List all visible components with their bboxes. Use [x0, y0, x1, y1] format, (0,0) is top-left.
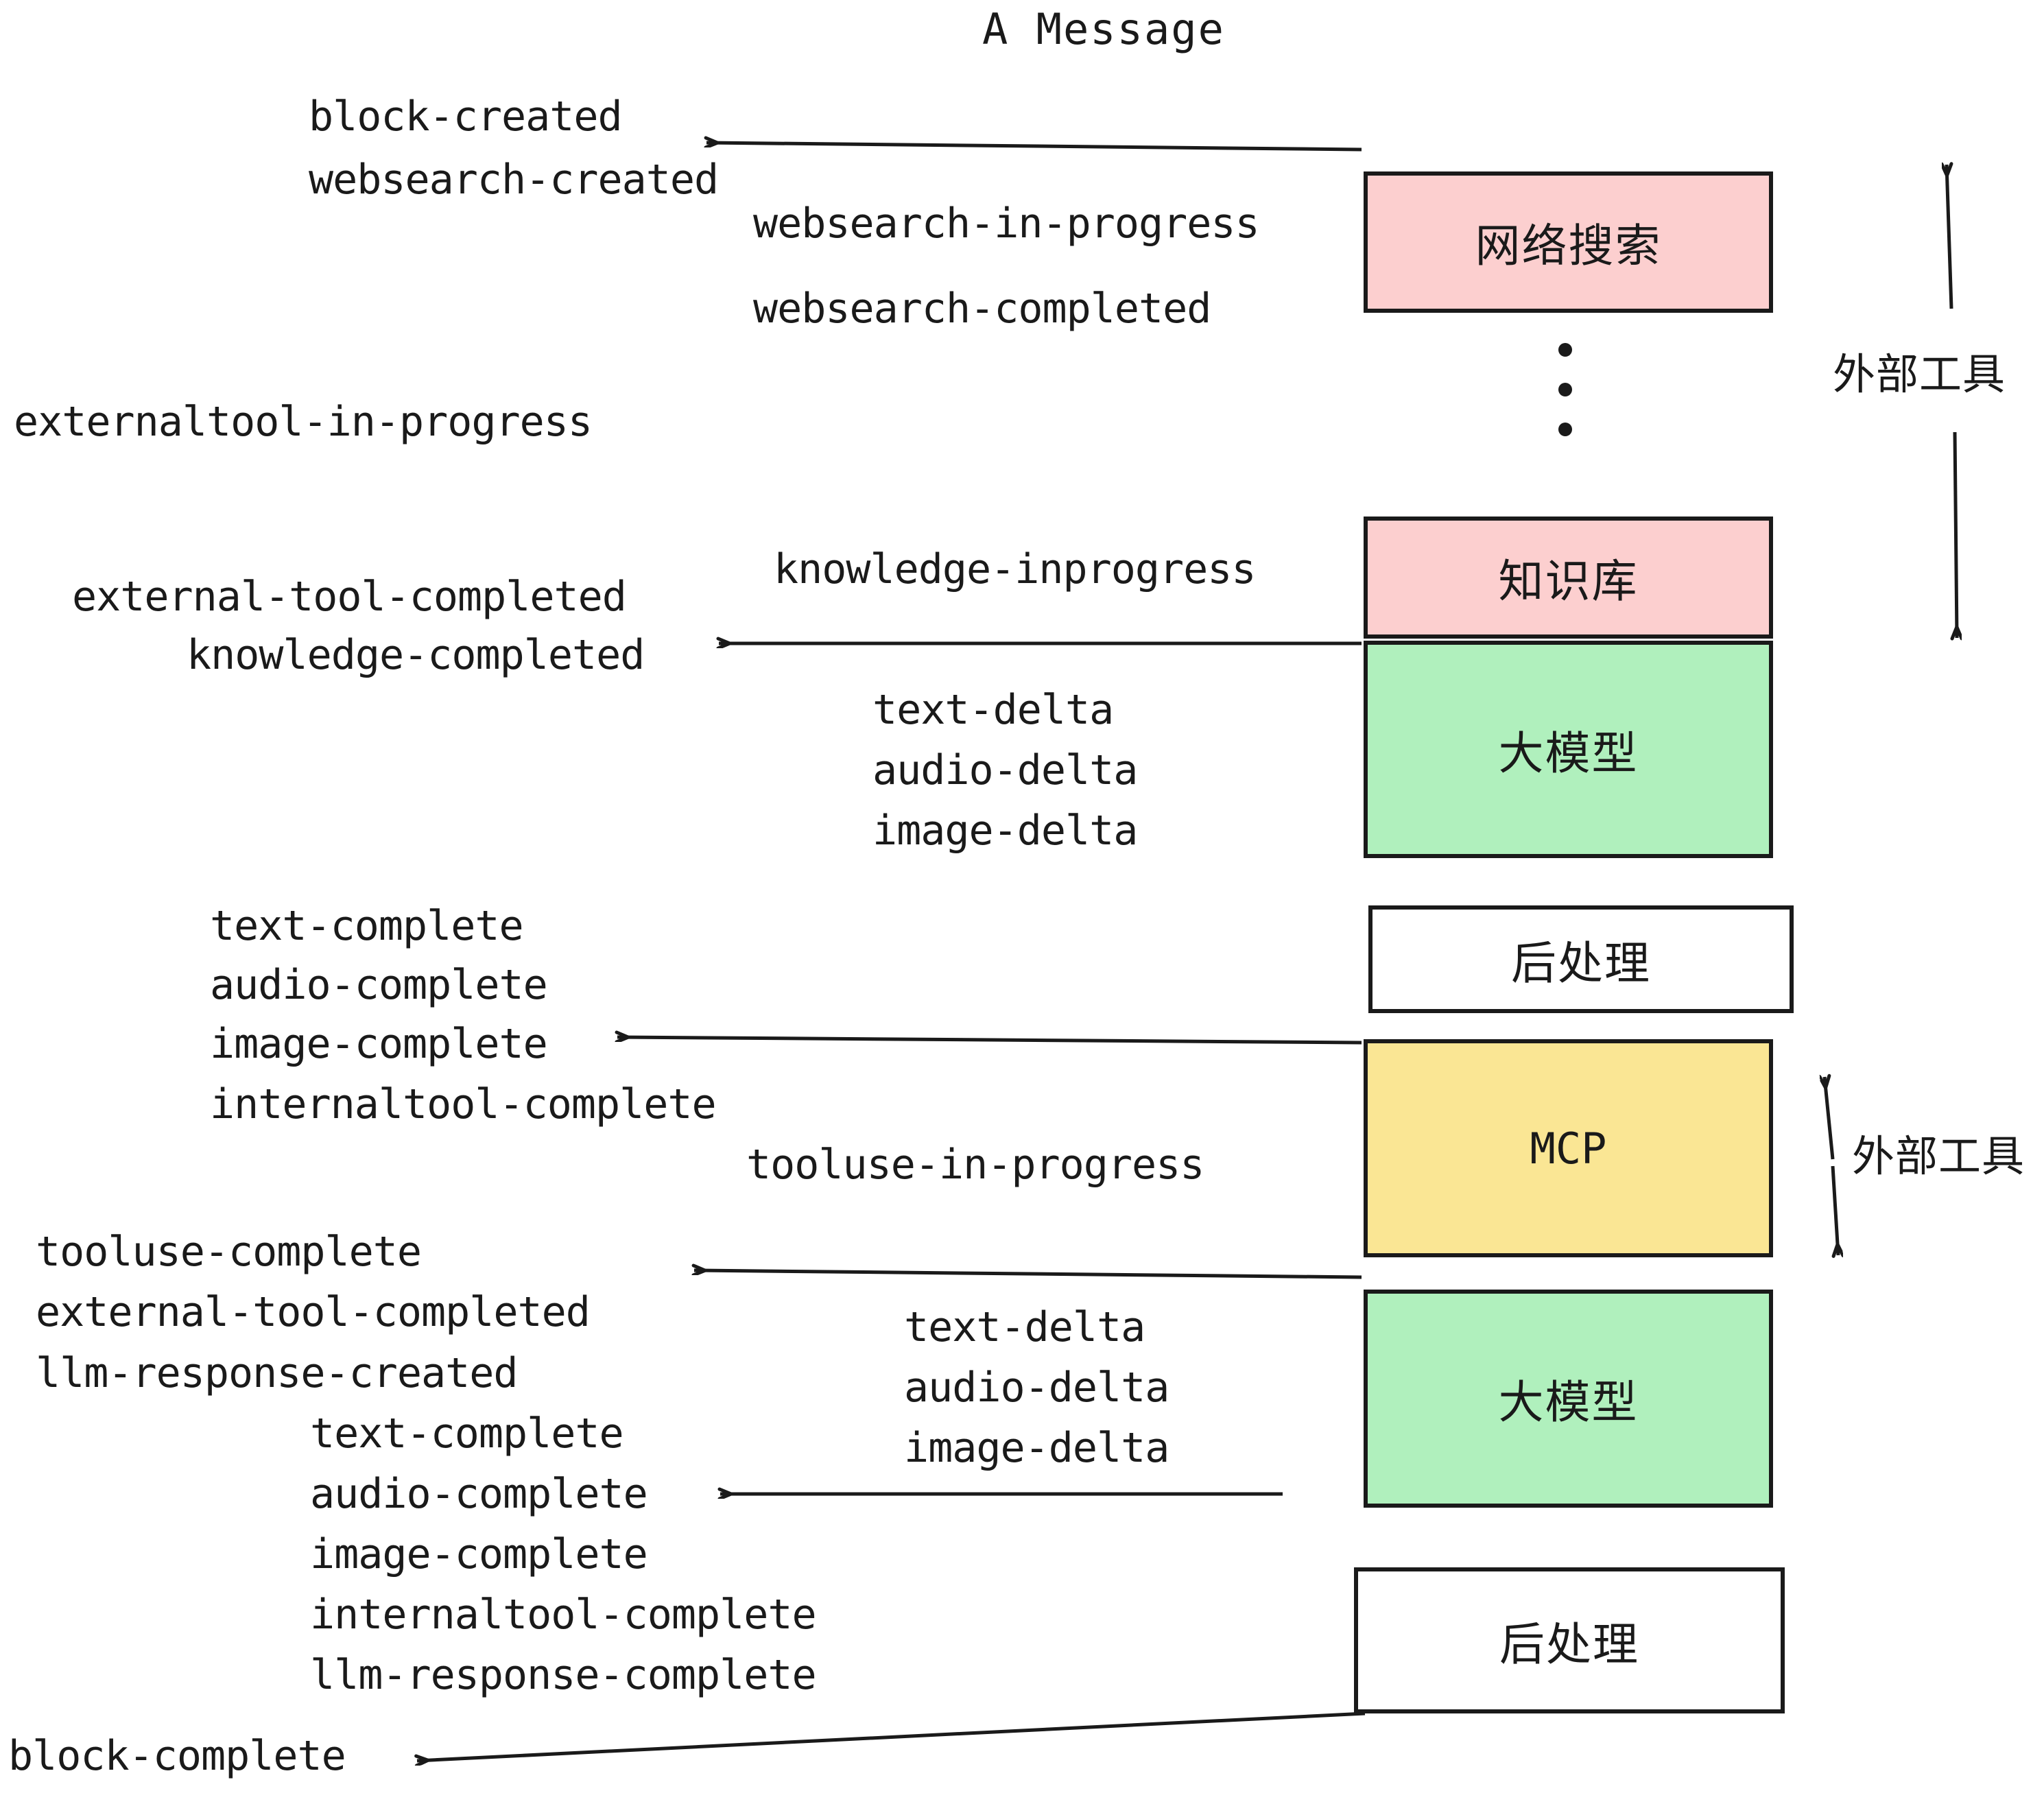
box-label: 后处理: [1511, 936, 1651, 990]
event-llm-response-created: llm-response-created: [36, 1349, 518, 1397]
external-tool-arrow-up-2: [1825, 1077, 1835, 1160]
box-websearch[interactable]: 网络搜索: [1364, 171, 1773, 313]
box-label: 后处理: [1499, 1617, 1639, 1671]
box-knowledge-base[interactable]: 知识库: [1364, 517, 1773, 639]
box-label: 大模型: [1498, 726, 1639, 780]
external-tool-arrow-down-1: [1955, 431, 1957, 638]
event-audio-delta-2: audio-delta: [904, 1364, 1169, 1412]
event-knowledge-completed: knowledge-completed: [187, 631, 645, 679]
event-text-delta-2: text-delta: [904, 1303, 1145, 1351]
event-internaltool-complete-1: internaltool-complete: [210, 1080, 717, 1128]
box-label: 网络搜索: [1475, 219, 1662, 272]
box-label: MCP: [1530, 1123, 1607, 1174]
page-title: A Message: [982, 4, 1225, 54]
event-block-created: block-created: [309, 93, 623, 141]
event-websearch-in-progress: websearch-in-progress: [753, 200, 1260, 248]
box-postprocess-1[interactable]: 后处理: [1368, 905, 1794, 1013]
event-external-tool-completed-1: external-tool-completed: [72, 573, 627, 621]
side-label-external-tool-1: 外部工具: [1833, 349, 2006, 399]
event-audio-complete-1: audio-complete: [210, 961, 548, 1009]
event-websearch-created: websearch-created: [309, 156, 719, 204]
event-image-complete-2: image-complete: [310, 1530, 648, 1578]
event-external-tool-completed-2: external-tool-completed: [36, 1288, 591, 1336]
arrow-block-complete: [417, 1711, 1366, 1761]
external-tool-arrow-up-1: [1947, 165, 1953, 309]
event-externaltool-in-progress: externaltool-in-progress: [14, 398, 593, 446]
box-label: 知识库: [1498, 555, 1639, 608]
external-tool-arrow-down-2: [1831, 1165, 1838, 1255]
event-websearch-completed: websearch-completed: [753, 285, 1211, 333]
event-tooluse-complete: tooluse-complete: [36, 1228, 422, 1276]
event-image-delta-1: image-delta: [872, 807, 1138, 855]
event-image-delta-2: image-delta: [904, 1424, 1169, 1472]
side-label-external-tool-2: 外部工具: [1852, 1131, 2025, 1181]
event-internaltool-complete-2: internaltool-complete: [310, 1591, 817, 1639]
box-llm-1[interactable]: 大模型: [1364, 641, 1773, 858]
arrow-tooluse-complete: [694, 1270, 1362, 1279]
box-llm-2[interactable]: 大模型: [1364, 1290, 1773, 1508]
arrow-image-complete: [617, 1037, 1362, 1045]
box-postprocess-2[interactable]: 后处理: [1354, 1567, 1785, 1713]
event-block-complete: block-complete: [8, 1732, 346, 1780]
event-audio-complete-2: audio-complete: [310, 1470, 648, 1518]
event-text-complete-2: text-complete: [310, 1410, 624, 1458]
event-image-complete-1: image-complete: [210, 1020, 548, 1068]
event-llm-response-complete: llm-response-complete: [310, 1651, 817, 1699]
event-text-complete-1: text-complete: [210, 902, 524, 950]
event-tooluse-in-progress: tooluse-in-progress: [746, 1141, 1204, 1189]
box-label: 大模型: [1498, 1376, 1639, 1429]
arrow-block-created: [706, 143, 1362, 152]
event-text-delta-1: text-delta: [872, 686, 1114, 734]
ellipsis-dots: [1558, 343, 1572, 436]
event-audio-delta-1: audio-delta: [872, 746, 1138, 794]
event-knowledge-inprogress: knowledge-inprogress: [774, 545, 1256, 593]
box-mcp[interactable]: MCP: [1364, 1039, 1773, 1257]
